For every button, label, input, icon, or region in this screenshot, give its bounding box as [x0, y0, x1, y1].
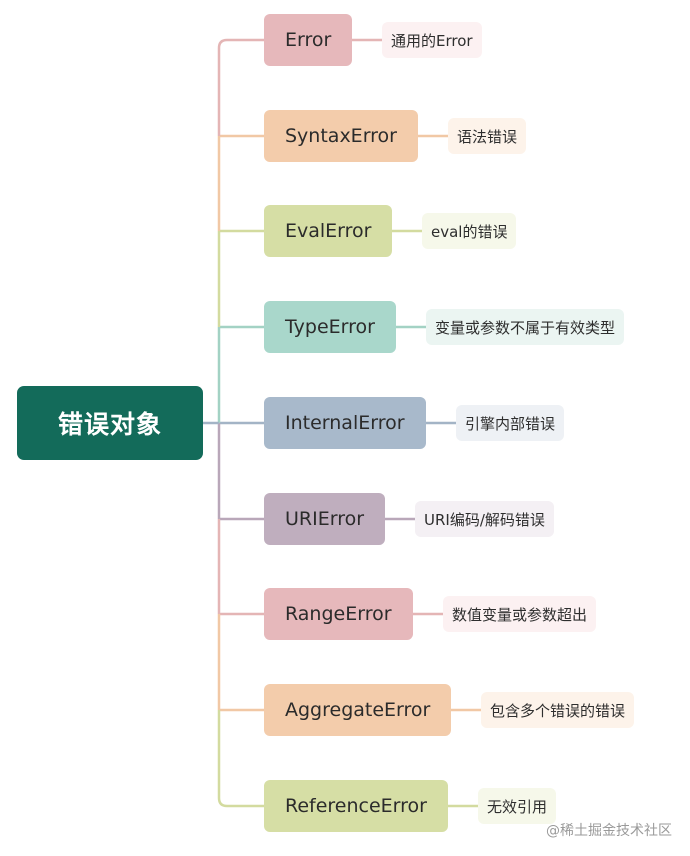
branch-note-typeerror: 变量或参数不属于有效类型	[426, 309, 625, 345]
branch-node-internalerror[interactable]: InternalError	[264, 397, 426, 449]
branch-node-rangeerror[interactable]: RangeError	[264, 588, 413, 640]
branch-note-rangeerror: 数值变量或参数超出	[443, 596, 597, 632]
branch-note-evalerror: eval的错误	[422, 213, 517, 249]
branch-note-urierror: URI编码/解码错误	[415, 501, 554, 537]
branch-note-aggregateerror: 包含多个错误的错误	[481, 692, 635, 728]
branch-node-referenceerror[interactable]: ReferenceError	[264, 780, 448, 832]
branch-note-internalerror: 引擎内部错误	[456, 405, 565, 441]
branch-node-error[interactable]: Error	[264, 14, 353, 66]
branch-note-referenceerror: 无效引用	[478, 788, 557, 824]
branch-node-aggregateerror[interactable]: AggregateError	[264, 684, 452, 736]
branch-note-syntaxerror: 语法错误	[448, 118, 527, 154]
branch-node-typeerror[interactable]: TypeError	[264, 301, 396, 353]
branch-node-urierror[interactable]: URIError	[264, 493, 386, 545]
root-node[interactable]: 错误对象	[17, 386, 203, 460]
branch-connector-error	[217, 38, 264, 49]
branch-node-evalerror[interactable]: EvalError	[264, 205, 393, 257]
watermark: @稀土掘金技术社区	[546, 823, 672, 839]
branch-note-error: 通用的Error	[382, 22, 482, 58]
branch-connector-referenceerror	[217, 797, 264, 808]
branch-node-syntaxerror[interactable]: SyntaxError	[264, 110, 418, 162]
